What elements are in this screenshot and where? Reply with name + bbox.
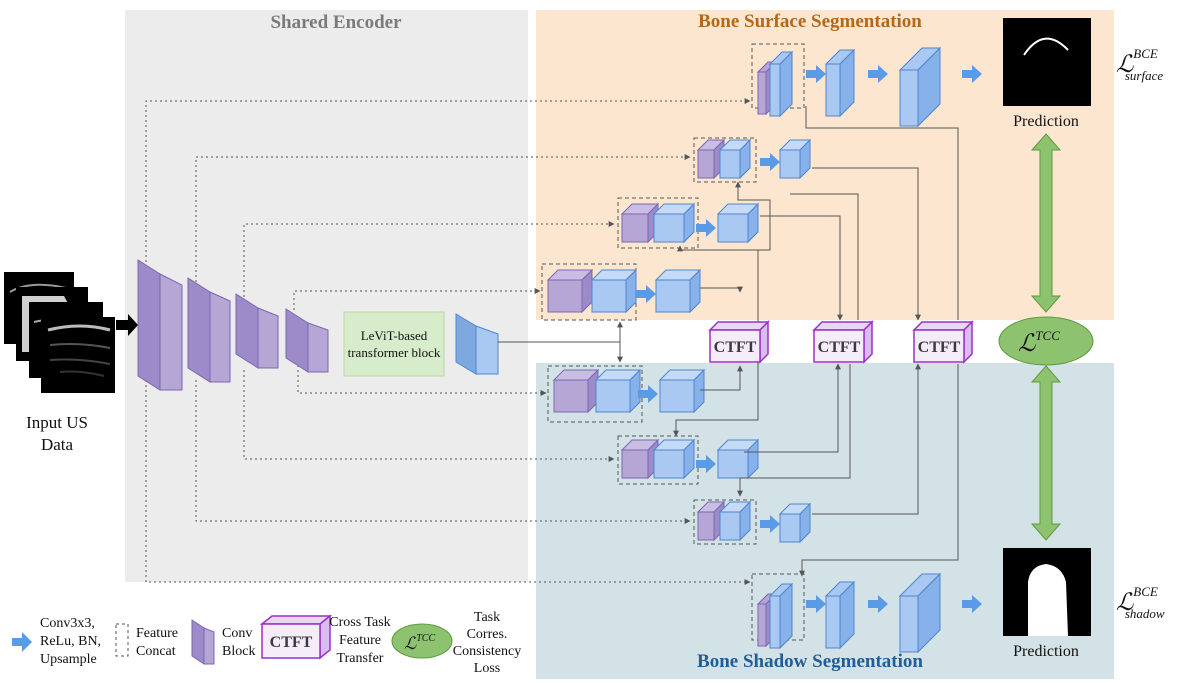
encoder-panel [125, 10, 528, 582]
surface-prediction-label: Prediction [1013, 113, 1079, 130]
shadow-l3-purple [620, 438, 660, 480]
shadow-l4-blue [594, 368, 642, 414]
surface-l3-blue [652, 202, 696, 244]
surface-l2-conv [778, 138, 812, 180]
legend-ctft-icon: CTFT [259, 614, 333, 660]
shadow-l4-arrow-icon [638, 385, 658, 403]
surface-l4-conv [654, 268, 702, 314]
shadow-prediction-shape [1028, 564, 1068, 636]
shadow-l1-arrow-3-icon [962, 595, 982, 613]
input-us-images [4, 272, 115, 393]
legend-ctft-desc-3: Transfer [337, 651, 384, 666]
surface-l1-blue [768, 50, 794, 118]
shadow-prediction-label: Prediction [1013, 643, 1079, 660]
transformer-line1: LeViT-based [361, 328, 428, 343]
surface-l1-conv [824, 48, 856, 118]
input-arrow-icon [116, 314, 138, 336]
shadow-l4-purple [552, 368, 600, 414]
legend-ctft-desc-2: Feature [339, 633, 381, 648]
legend-tcc-desc-4: Loss [474, 661, 500, 676]
legend-conv-up-3: Upsample [40, 652, 97, 667]
input-label-line2: Data [41, 435, 74, 454]
legend-concat-2: Concat [136, 644, 176, 659]
encoder-conv-block-2 [187, 277, 231, 383]
surface-concat-box-3 [617, 197, 699, 249]
surface-l1-arrow-1-icon [806, 65, 826, 83]
tcc-arrows [1030, 133, 1062, 541]
surface-concat-box-2 [693, 137, 757, 183]
legend-conv-block-2: Block [222, 644, 255, 659]
legend-ctft-desc-1: Cross Task [329, 615, 390, 630]
surface-l1-arrow-2-icon [868, 65, 888, 83]
legend-conv-up-1: Conv3x3, [40, 616, 95, 631]
legend-tcc-desc-1: Task [474, 610, 500, 625]
surface-l3-arrow-icon [696, 219, 716, 237]
shadow-l1-arrow-1-icon [806, 595, 826, 613]
skip-connections [145, 98, 751, 585]
legend-tcc-desc-2: Corres. [467, 627, 508, 642]
encoder-conv-block-1 [137, 259, 183, 391]
surface-prediction-curve [1023, 37, 1069, 56]
shadow-title: Bone Shadow Segmentation [697, 651, 923, 672]
tcc-loss-ellipse [998, 316, 1094, 366]
surface-l4-purple [546, 268, 594, 314]
shadow-l1-blue [768, 582, 794, 650]
surface-title: Bone Surface Segmentation [698, 11, 922, 32]
decoder-blocks [541, 43, 982, 654]
transformer-line2: transformer block [348, 345, 441, 360]
surface-l1-up [898, 46, 942, 128]
surface-l4-blue [590, 268, 638, 314]
surface-l3-conv [716, 202, 760, 244]
legend-conv-up-2: ReLu, BN, [40, 634, 101, 649]
ctft-module-1: CTFT [708, 320, 770, 364]
surface-l4-arrow-icon [636, 285, 656, 303]
shadow-l4-conv [658, 368, 706, 414]
surface-l2-blue [718, 138, 752, 180]
input-label-line1: Input US [26, 413, 88, 432]
encoder-title: Shared Encoder [270, 12, 402, 33]
bottleneck-block [455, 313, 499, 375]
shadow-l1-up [898, 572, 942, 654]
encoder-conv-block-3 [235, 293, 279, 369]
decoder-connectors [673, 106, 959, 577]
shadow-l2-arrow-icon [760, 515, 780, 533]
ctft-modules: CTFT CTFT CTFT [708, 320, 974, 364]
tcc-loss-symbol: ℒTCC [1018, 328, 1060, 357]
shadow-l3-blue [652, 438, 696, 480]
surface-l2-arrow-icon [760, 153, 780, 171]
encoder-conv-block-4 [285, 308, 329, 373]
ctft-module-3-label: CTFT [918, 339, 961, 356]
shadow-l3-arrow-icon [696, 455, 716, 473]
legend-concat-1: Feature [136, 626, 178, 641]
shadow-concat-box-3 [617, 435, 699, 485]
legend-concat-icon [115, 623, 129, 657]
surface-l1-arrow-3-icon [962, 65, 982, 83]
legend-tcc-desc-3: Consistency [453, 644, 521, 659]
ctft-module-2: CTFT [812, 320, 874, 364]
legend-tcc-symbol: ℒTCC [404, 633, 435, 653]
legend-tcc-icon [391, 623, 453, 659]
shadow-l2-conv [778, 502, 812, 544]
legend: Conv3x3, ReLu, BN, Upsample Feature Conc… [12, 610, 521, 676]
shadow-concat-box-2 [693, 499, 757, 545]
shadow-l2-blue [718, 500, 752, 542]
legend-conv-block-1: Conv [222, 626, 252, 641]
surface-prediction-image [1003, 18, 1091, 106]
shadow-l3-conv [716, 438, 760, 480]
transformer-block [343, 311, 445, 377]
svg-text:CTFT: CTFT [270, 634, 313, 651]
shadow-l1-conv [824, 580, 856, 650]
ctft-module-1-label: CTFT [714, 339, 757, 356]
bottleneck-connector [498, 341, 620, 362]
ctft-module-3: CTFT [912, 320, 974, 364]
legend-upsample-arrow-icon [12, 632, 32, 652]
shadow-l1-arrow-2-icon [868, 595, 888, 613]
surface-l3-purple [620, 202, 660, 244]
legend-conv-block-icon [191, 619, 215, 665]
ctft-module-2-label: CTFT [818, 339, 861, 356]
